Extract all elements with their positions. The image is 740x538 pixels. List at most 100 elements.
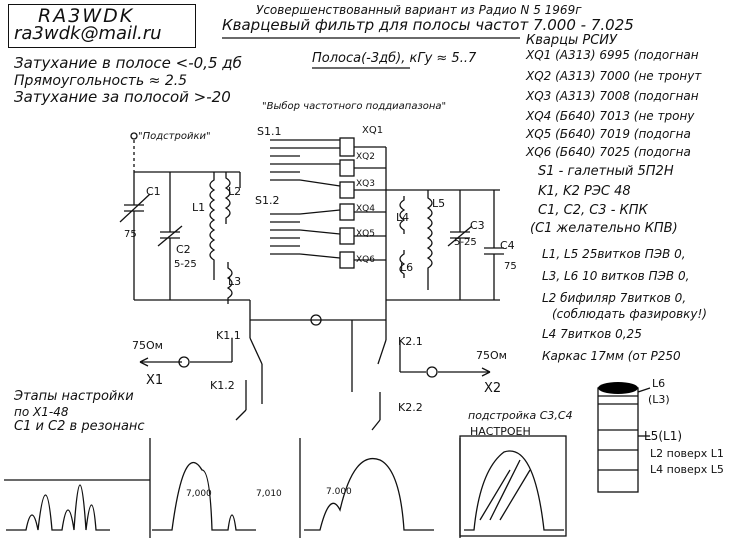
xq4-label: XQ4 [356,204,375,214]
xq2-crystal [339,159,355,177]
k12-label: K1.2 [210,379,235,392]
coil-l5-label: L5(L1) [644,429,683,443]
subtitle: Усовершенствованный вариант из Радио N 5… [256,3,582,17]
x2-label: X2 [484,381,502,396]
l2-coil [224,172,231,224]
response-stage-4 [464,450,564,531]
tuning-step3: подстройка C3,C4 [468,409,573,422]
xq6-crystal [339,251,355,269]
l3-coil [226,262,233,304]
k11-label: K1.1 [216,329,241,342]
part-former: Каркас 17мм (от Р250 [542,349,681,363]
output-impedance: 75Ом [476,349,507,362]
part-l4: L4 7витков 0,25 [542,327,642,341]
l2-label: L2 [228,185,242,198]
crystal-xq3: XQ3 (A313) 7008 (подогнан [526,89,699,103]
xq1-label: XQ1 [362,125,384,136]
c4-capacitor [484,190,504,300]
email: ra3wdk@mail.ru [14,23,162,44]
l3-label: L3 [228,275,242,288]
tuning-step2: C1 и C2 в резонанс [14,419,145,434]
xq3-label: XQ3 [356,179,375,189]
relay-k1 [231,320,263,421]
l6-label: L6 [400,261,414,274]
crystal-xq1: XQ1 (A313) 6995 (подогнан [526,48,699,62]
trimmer-label: "Подстройки" [138,131,211,142]
x2-connector-icon [426,366,438,378]
title: Кварцевый фильтр для полосы частот 7.000… [222,16,634,34]
c4-label: C4 [500,239,515,252]
freq-7000-b: 7.000 [326,487,352,497]
part-k1k2: K1, K2 РЭС 48 [538,184,631,199]
part-s1: S1 - галетный 5П2Н [538,164,674,179]
coil-l2-note: L2 поверх L1 [650,447,724,460]
part-c1-note: (C1 желательно КПВ) [530,221,678,236]
c3-capacitor [447,190,473,300]
input-x1 [139,356,232,368]
c3-label: C3 [470,219,485,232]
x1-connector-icon [178,356,190,368]
spec-shape-factor: Прямоугольность ≈ 2.5 [14,73,188,89]
l1-label: L1 [192,201,206,214]
xq2-label: XQ2 [356,152,375,162]
response-stage-1 [6,484,110,531]
xq1-crystal [339,137,355,157]
input-impedance: 75Ом [132,339,163,352]
c1-value: 75 [124,229,137,240]
l5-label: L5 [432,197,446,210]
xq3-crystal [339,181,355,199]
response-stage-2 [152,461,256,531]
coil-l6-label: L6 [652,377,666,390]
coil-former-drawing [597,382,651,493]
c3-value: 5-25 [454,237,477,248]
response-stage-3 [304,457,434,531]
switch-s11 [270,139,340,181]
tuning-step4: НАСТРОЕН [470,425,531,438]
crystal-xq6: XQ6 (Б640) 7025 (подогна [526,145,691,159]
crystals-title: Кварцы РСИУ [526,33,617,48]
xq5-crystal [339,227,355,245]
spec-loss-in-band: Затухание в полосе <-0,5 дб [14,54,242,72]
crystal-xq2: XQ2 (A313) 7000 (не тронут [526,69,702,83]
tuning-panels [4,435,567,538]
switch-s11-label: S1.1 [257,125,282,138]
selector-label: "Выбор частотного поддиапазона" [262,101,447,112]
bus-coax-icon [310,314,322,326]
part-l2-note: (соблюдать фазировку!) [552,307,707,321]
switch-s12 [270,213,300,255]
tuning-step1: по X1-48 [14,405,69,419]
crystal-xq5: XQ5 (Б640) 7019 (подогна [526,127,691,141]
relay-k2 [351,320,401,431]
k22-label: K2.2 [398,401,423,414]
part-l1l5: L1, L5 25витков ПЭВ 0, [542,247,686,261]
part-l2: L2 бифиляр 7витков 0, [542,291,687,305]
output-x2 [400,366,491,378]
coil-l4-note: L4 поверх L5 [650,463,724,476]
l4-coil [399,196,406,234]
x1-label: X1 [146,373,164,388]
spec-loss-out-band: Затухание за полосой >-20 [14,88,231,106]
c2-label: C2 [176,243,191,256]
xq4-crystal [339,203,355,221]
coil-l3-label: (L3) [648,393,670,406]
freq-7000-a: 7,000 [186,489,212,499]
part-l3l6: L3, L6 10 витков ПЭВ 0, [542,269,690,283]
crystal-xq4: XQ4 (Б640) 7013 (не трону [526,109,695,123]
k21-label: K2.1 [398,335,423,348]
c1-label: C1 [146,185,161,198]
c2-value: 5-25 [174,259,197,270]
l5-coil [426,190,433,290]
switch-s12-label: S1.2 [255,194,280,207]
freq-7010: 7,010 [256,489,282,499]
c4-value: 75 [504,261,517,272]
l6-coil [399,250,406,278]
l4-label: L4 [396,211,410,224]
tuning-title: Этапы настройки [14,389,134,404]
header-box [8,4,196,48]
callsign: RA3WDK [38,5,135,27]
c1-capacitor [119,172,151,300]
part-c1c2c3: C1, C2, C3 - КПК [538,203,648,218]
spec-band: Полоса(-3дб), кГу ≈ 5..7 [312,51,477,66]
